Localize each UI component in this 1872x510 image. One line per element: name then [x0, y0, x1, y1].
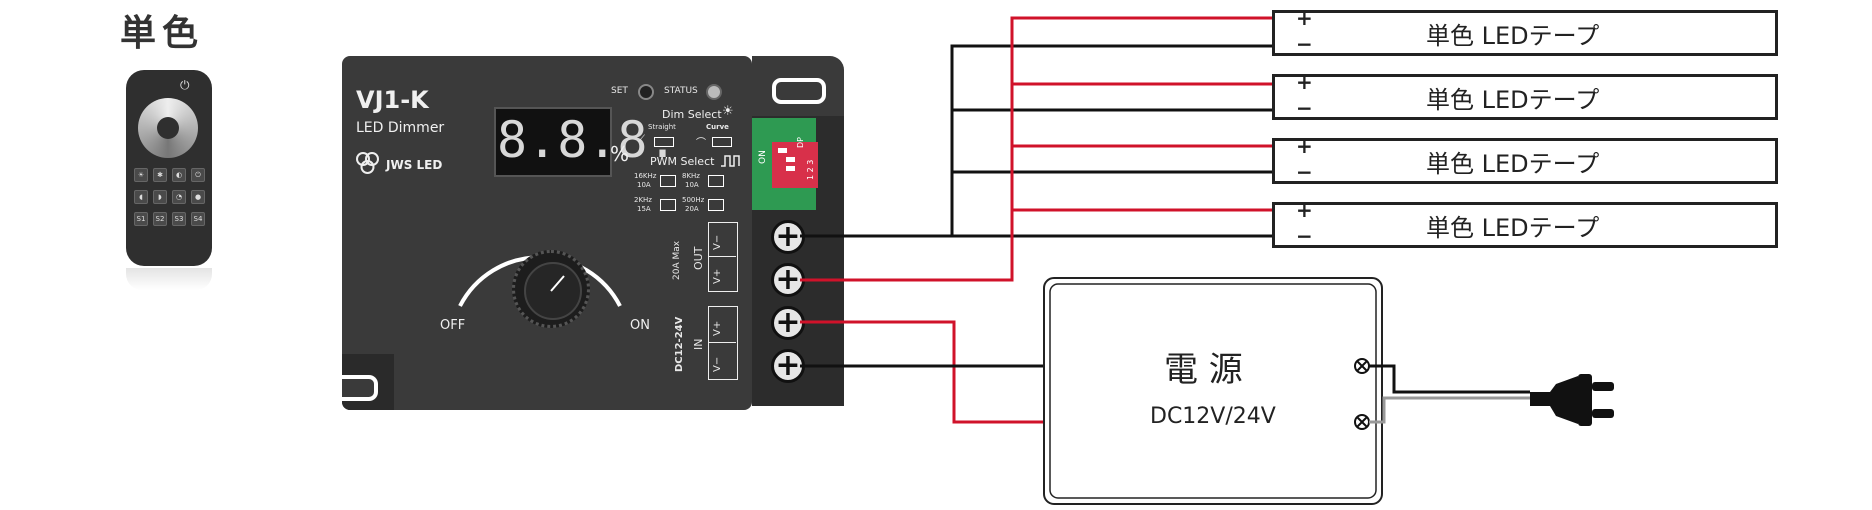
remote-button[interactable]: ◖: [134, 190, 148, 204]
pwm-frequency: 2KHz: [634, 196, 652, 204]
curve-label: Curve: [706, 123, 729, 131]
status-label: STATUS: [664, 86, 698, 96]
pwm-switch-icon: [708, 175, 724, 187]
strip-plus-label: +: [1296, 198, 1313, 222]
remote-button[interactable]: ◐: [172, 168, 186, 182]
lcd-unit: %: [610, 142, 630, 166]
remote-button[interactable]: ☀: [134, 168, 148, 182]
in-label-divider: [708, 342, 736, 343]
strip-plus-label: +: [1296, 6, 1313, 30]
straight-curve-icon: ⟋: [638, 134, 645, 145]
out-label-box: [708, 222, 738, 292]
mounting-hole-top: [772, 78, 826, 104]
on-label: ON: [630, 318, 650, 333]
strip-minus-label: −: [1296, 160, 1313, 184]
strip-plus-label: +: [1296, 134, 1313, 158]
lcd-display: [494, 107, 612, 177]
dim-select-label: Dim Select: [662, 108, 722, 121]
set-label: SET: [611, 86, 628, 96]
strip-minus-label: −: [1296, 96, 1313, 120]
mounting-hole-bottom: [342, 375, 378, 401]
strip-minus-label: −: [1296, 32, 1313, 56]
model-name: VJ1-K: [356, 86, 429, 114]
power-icon: ⏻: [180, 78, 190, 92]
in-label-box: [708, 306, 738, 380]
model-subtitle: LED Dimmer: [356, 120, 445, 136]
led-strip: [1272, 10, 1778, 56]
led-strip-label: 単色 LEDテープ: [1426, 86, 1600, 114]
set-button[interactable]: [638, 84, 654, 100]
remote-button[interactable]: ◔: [172, 190, 186, 204]
remote-button[interactable]: ✱: [153, 168, 167, 182]
straight-switch-icon: [654, 137, 674, 147]
dimmer-knob-cap: [524, 262, 582, 320]
pwm-select-label: PWM Select: [650, 155, 715, 168]
strip-minus-label: −: [1296, 224, 1313, 248]
psu-title: 電 源: [1164, 350, 1243, 390]
status-led: [706, 84, 722, 100]
remote-button[interactable]: ⏻: [191, 168, 205, 182]
plug-icon: [1530, 374, 1614, 426]
pwm-current: 10A: [637, 181, 651, 189]
remote-button[interactable]: ●: [191, 190, 205, 204]
curve-icon: ⌒: [696, 138, 706, 149]
brand-name: JWS LED: [386, 158, 443, 172]
pwm-switch-icon: [660, 199, 676, 211]
remote-button[interactable]: S2: [153, 212, 167, 226]
led-strip: [1272, 74, 1778, 120]
remote-button[interactable]: S1: [134, 212, 148, 226]
pwm-frequency: 8KHz: [682, 172, 700, 180]
straight-label: Straight: [648, 123, 676, 131]
pwm-current: 15A: [637, 205, 651, 213]
pwm-frequency: 16KHz: [634, 172, 657, 180]
strip-plus-label: +: [1296, 70, 1313, 94]
pwm-switch-icon: [660, 175, 676, 187]
out-label-divider: [708, 256, 736, 257]
led-strip-label: 単色 LEDテープ: [1426, 150, 1600, 178]
curve-switch-icon: [712, 137, 732, 147]
page-title: 単色: [120, 13, 205, 54]
touch-wheel-center: [157, 117, 179, 139]
pwm-current: 10A: [685, 181, 699, 189]
remote-button[interactable]: S4: [191, 212, 205, 226]
led-strip-label: 単色 LEDテープ: [1426, 214, 1600, 242]
dip-levers: [778, 148, 795, 171]
knob-indicator: [550, 275, 565, 292]
screw-terminal-icon: +: [771, 263, 805, 297]
led-strip: [1272, 202, 1778, 248]
remote-reflection: [126, 268, 212, 290]
off-label: OFF: [440, 318, 466, 333]
sun-icon: ☀: [722, 104, 734, 119]
pwm-frequency: 500Hz: [682, 196, 705, 204]
remote-button[interactable]: S3: [172, 212, 186, 226]
led-strip-label: 単色 LEDテープ: [1426, 22, 1600, 50]
brand-logo-icon: [352, 150, 386, 180]
pwm-switch-icon: [708, 199, 724, 211]
pwm-current: 20A: [685, 205, 699, 213]
pulse-icon: [720, 153, 742, 172]
psu-voltage: DC12V/24V: [1150, 404, 1276, 429]
remote-button[interactable]: ◗: [153, 190, 167, 204]
led-strip: [1272, 138, 1778, 184]
